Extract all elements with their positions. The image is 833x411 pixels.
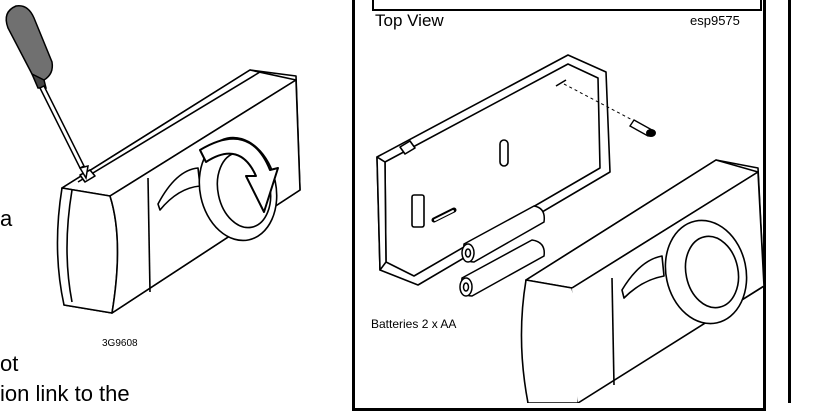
left-model-code: 3G9608 (102, 338, 138, 349)
battery-icon (459, 205, 546, 297)
page-right-rule (788, 0, 791, 403)
top-view-label: Top View (375, 11, 444, 30)
left-device (56, 69, 301, 314)
front-cover (520, 159, 765, 403)
body-text-fragment-ot: ot (0, 351, 19, 376)
body-text-fragment-a: a (0, 206, 13, 231)
back-plate (376, 54, 611, 286)
right-model-code: esp9575 (690, 13, 740, 28)
batteries-label: Batteries 2 x AA (371, 317, 457, 331)
top-view-frame (372, 0, 762, 11)
body-text-fragment-link: ion link to the (0, 381, 130, 406)
screw-icon (563, 83, 656, 137)
rotate-arrow-icon (199, 137, 279, 213)
screwdriver-icon (5, 5, 89, 181)
